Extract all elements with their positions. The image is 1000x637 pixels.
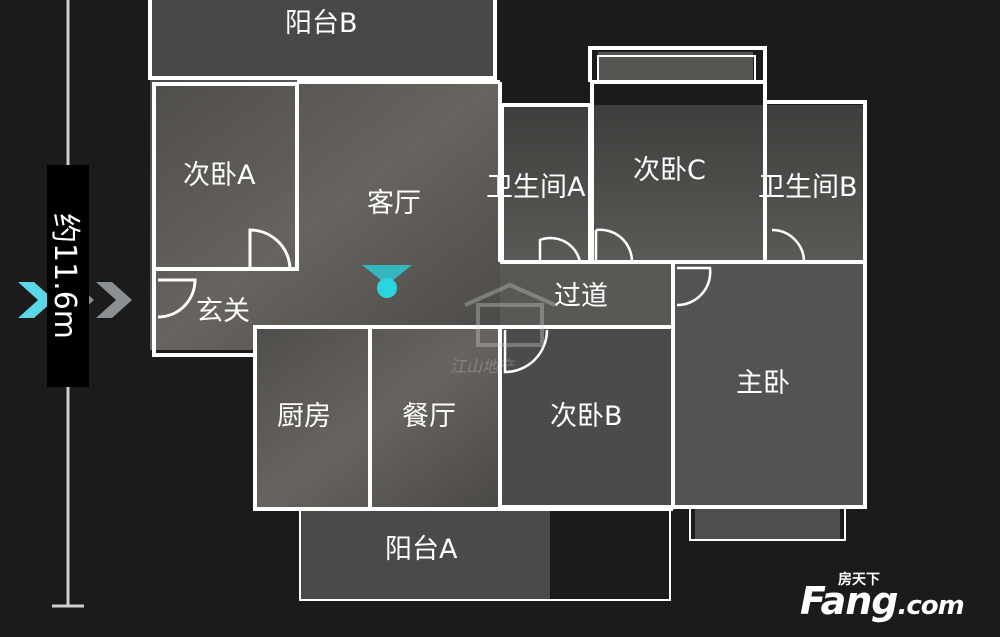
brand-suffix: .com [897, 591, 965, 621]
room-label-bathroom-a: 卫生间A [486, 172, 586, 203]
room-label-bedroom-b: 次卧B [550, 401, 623, 432]
floor-surfaces [150, 0, 865, 600]
arrow-icon [96, 282, 132, 318]
arrow-active-icon [18, 282, 54, 318]
house-watermark-icon [464, 282, 556, 347]
room-label-corridor: 过道 [554, 281, 608, 312]
room-label-bedroom-a: 次卧A [183, 160, 256, 191]
scale-badge: 约11.6m [47, 165, 89, 387]
brand-en: Fang.com [800, 579, 965, 623]
room-label-master-bedroom: 主卧 [736, 368, 790, 399]
door-swings [157, 228, 806, 374]
faint-watermark-text: 江山地产 [450, 357, 515, 376]
room-label-balcony-a: 阳台A [385, 534, 458, 565]
room-label-living-room: 客厅 [367, 188, 421, 219]
room-label-bedroom-c: 次卧C [633, 155, 706, 186]
scale-label: 约11.6m [47, 212, 82, 340]
brand-watermark: 房天下 Fang.com [800, 565, 990, 625]
walls [148, 0, 867, 601]
brand-en-name: Fang [800, 579, 898, 623]
room-label-balcony-b: 阳台B [285, 8, 358, 39]
location-marker-icon [362, 265, 412, 298]
room-label-kitchen: 厨房 [277, 401, 331, 432]
room-label-entrance: 玄关 [196, 296, 250, 327]
brand-cn: 房天下 [838, 572, 880, 588]
room-label-bathroom-b: 卫生间B [758, 172, 858, 203]
room-label-dining-room: 餐厅 [402, 401, 456, 432]
